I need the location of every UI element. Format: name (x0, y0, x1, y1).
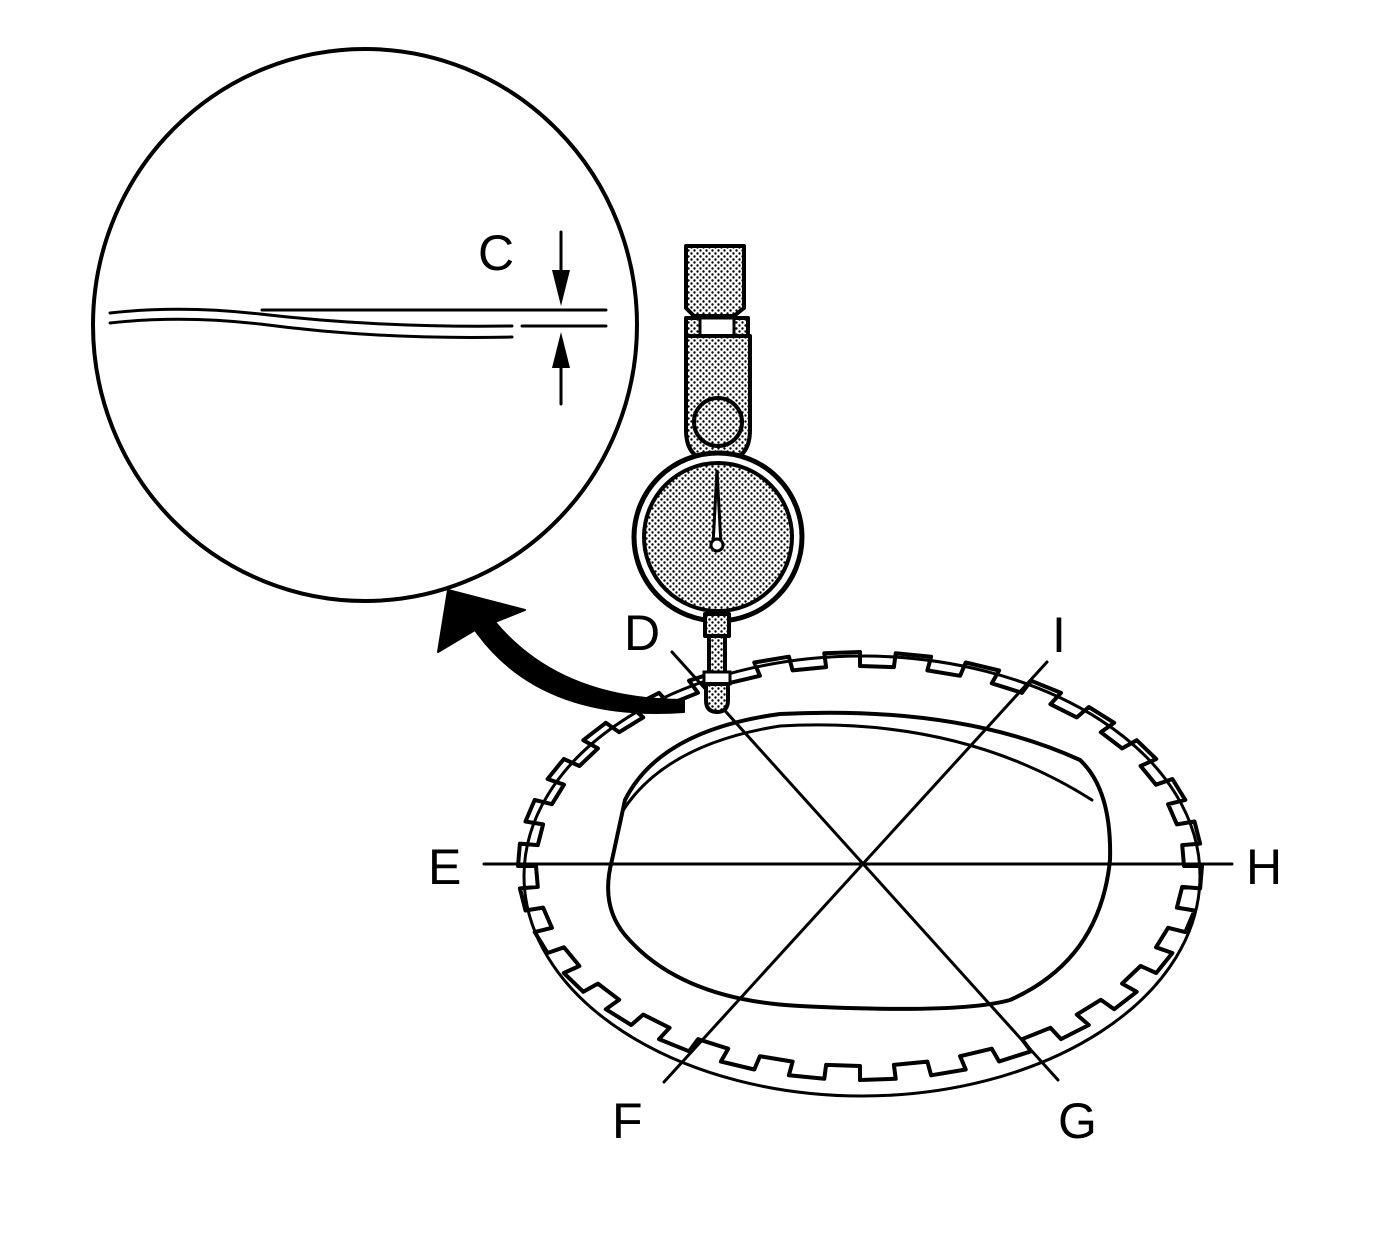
gap-arrow-down-icon (552, 230, 570, 306)
clutch-plate-icon (482, 650, 1234, 1098)
gap-arrow-up-icon (552, 332, 570, 406)
label-h: H (1246, 839, 1282, 895)
label-g: G (1058, 1093, 1097, 1149)
dial-indicator-icon (631, 244, 805, 714)
detail-view-circle (91, 47, 639, 603)
label-i: I (1052, 607, 1066, 663)
label-d: D (624, 605, 660, 661)
inner-opening (606, 710, 1113, 1011)
warped-plate-line (108, 307, 514, 328)
label-e: E (428, 839, 461, 895)
label-c: C (478, 225, 514, 281)
label-f: F (612, 1093, 643, 1149)
